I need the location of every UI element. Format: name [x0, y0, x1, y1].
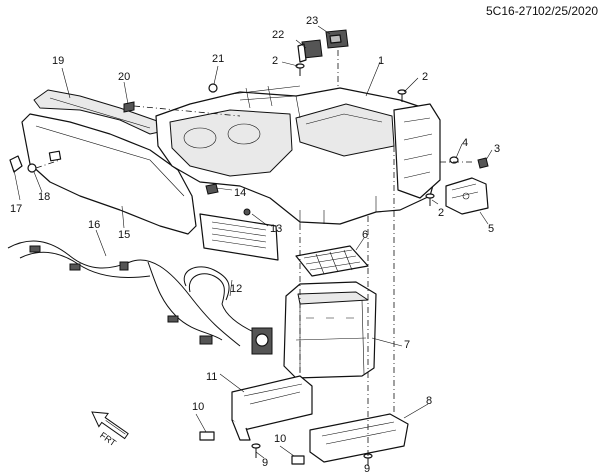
part-20-clip — [123, 101, 135, 113]
front-label: FRT — [98, 430, 118, 448]
part-11-mount-bracket — [231, 375, 313, 441]
callout-2b: 2 — [422, 71, 428, 83]
alignment-lines — [35, 50, 472, 456]
part-15-side-panel — [21, 113, 197, 235]
part-17-cap — [9, 155, 23, 173]
callout-2c: 2 — [438, 207, 444, 219]
part-2-screw-c — [425, 193, 435, 206]
callout-4: 4 — [462, 137, 468, 149]
callout-9b: 9 — [364, 463, 370, 473]
front-direction-arrow: FRT — [91, 411, 129, 448]
part-5-bracket — [445, 177, 489, 215]
callout-2a: 2 — [272, 55, 278, 67]
part-6-tray-mat — [295, 245, 369, 277]
diagram-date: 02/25/2020 — [538, 4, 598, 18]
part-3-nut — [477, 157, 489, 169]
callout-12: 12 — [230, 283, 242, 295]
part-2-screw-b — [397, 89, 407, 102]
callout-3: 3 — [494, 143, 500, 155]
callout-11: 11 — [206, 371, 217, 383]
callout-14: 14 — [234, 187, 246, 199]
part-21-screw — [208, 83, 218, 93]
part-13-grille-panel — [199, 208, 279, 261]
callout-17: 17 — [10, 203, 22, 215]
callout-9a: 9 — [262, 457, 268, 469]
callout-13: 13 — [270, 223, 282, 235]
callout-20: 20 — [118, 71, 130, 83]
callout-16: 16 — [88, 219, 100, 231]
callout-5: 5 — [488, 223, 494, 235]
callout-labels: 1 2 2 2 3 4 5 6 7 8 9 9 10 10 11 12 13 1… — [10, 15, 500, 473]
part-10-bolt-a — [199, 431, 215, 441]
callout-21: 21 — [212, 53, 224, 65]
part-16-wiring-harness — [7, 240, 241, 347]
callout-7: 7 — [404, 339, 410, 351]
diagram-id: 5C16-271 — [486, 4, 539, 18]
part-7-storage-bin — [283, 281, 377, 379]
part-8-mount-bracket — [309, 413, 409, 463]
part-12-harness-loop — [183, 266, 273, 355]
leader-lines — [13, 25, 493, 459]
callout-6: 6 — [362, 229, 368, 241]
part-1-console-body — [155, 85, 441, 225]
part-23-switch — [325, 29, 349, 49]
callout-10a: 10 — [192, 401, 204, 413]
part-22-switch — [297, 39, 323, 63]
callout-23: 23 — [306, 15, 318, 27]
part-14-clip — [205, 183, 219, 195]
callout-19: 19 — [52, 55, 64, 67]
callout-8: 8 — [426, 395, 432, 407]
part-10-bolt-b — [291, 455, 305, 465]
callout-18: 18 — [38, 191, 50, 203]
part-4-washer — [449, 156, 459, 164]
part-18-clip — [27, 163, 37, 173]
callout-15: 15 — [118, 229, 130, 241]
callout-1: 1 — [378, 55, 384, 67]
part-2-screw-a — [295, 63, 305, 76]
part-9-bolt-a — [251, 443, 261, 458]
callout-22: 22 — [272, 29, 284, 41]
callout-10b: 10 — [274, 433, 286, 445]
